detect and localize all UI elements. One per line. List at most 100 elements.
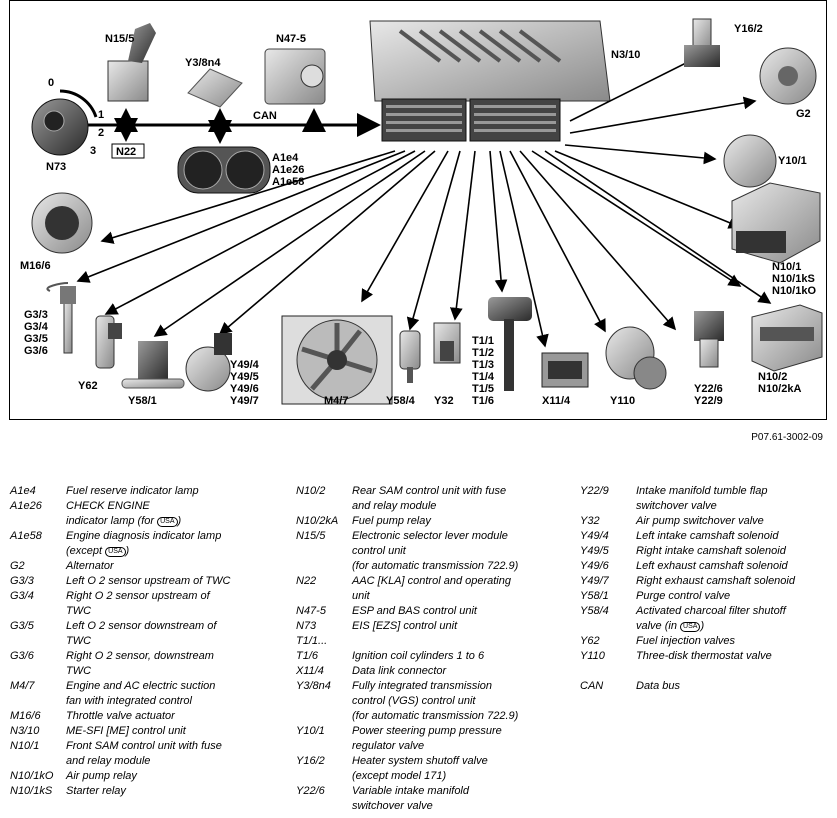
legend-code: N10/2kA bbox=[296, 515, 339, 527]
legend-description: Starter relay bbox=[66, 784, 280, 799]
label-y58-4: Y58/4 bbox=[386, 395, 415, 407]
air-pump-valve-image bbox=[433, 322, 461, 364]
legend-description: Engine and AC electric suction fan with … bbox=[66, 679, 280, 709]
legend-description-text: Fuel injection valves bbox=[636, 635, 736, 647]
legend-code: A1e58 bbox=[10, 530, 42, 542]
legend-description: Left exhaust camshaft solenoid bbox=[636, 559, 830, 574]
label-y22: Y22/6 Y22/9 bbox=[694, 383, 723, 407]
legend-description: Fuel injection valves bbox=[636, 634, 830, 649]
legend-row: N10/2 Rear SAM control unit with fuse and… bbox=[296, 484, 576, 514]
heater-valve-image bbox=[684, 18, 720, 67]
legend-description: Purge control valve bbox=[636, 589, 830, 604]
legend-description-text: Three-disk thermostat valve bbox=[636, 650, 772, 662]
legend-code: T1/1... bbox=[296, 635, 328, 647]
charcoal-valve-image bbox=[399, 330, 421, 383]
label-key-position-3: 3 bbox=[90, 145, 97, 157]
legend-description: Air pump switchover valve bbox=[636, 514, 830, 529]
label-n3-10: N3/10 bbox=[611, 49, 641, 61]
legend-description-text: Variable intake manifold switchover valv… bbox=[352, 785, 469, 812]
legend-description-suffix: ) bbox=[177, 515, 182, 527]
legend-description: Alternator bbox=[66, 559, 280, 574]
usa-badge: USA bbox=[157, 517, 178, 527]
label-n22: N22 bbox=[116, 146, 137, 158]
legend-row: Y32 Air pump switchover valve bbox=[580, 514, 830, 529]
label-n10-2: N10/2 N10/2kA bbox=[758, 371, 802, 395]
legend-code: N10/2 bbox=[296, 485, 326, 497]
legend-description-text: Engine and AC electric suction fan with … bbox=[66, 680, 216, 707]
legend-code: G3/6 bbox=[10, 650, 34, 662]
legend-description: Heater system shutoff valve (except mode… bbox=[352, 754, 576, 784]
legend-code: N73 bbox=[296, 620, 317, 632]
legend-code: Y49/6 bbox=[580, 560, 609, 572]
legend-description-text: Air pump switchover valve bbox=[636, 515, 764, 527]
legend-description: Intake manifold tumble flap switchover v… bbox=[636, 484, 830, 514]
label-m4-7: M4/7 bbox=[324, 395, 349, 407]
legend-code: X11/4 bbox=[296, 665, 324, 677]
label-y16-2: Y16/2 bbox=[734, 23, 763, 35]
label-y58-1: Y58/1 bbox=[128, 395, 157, 407]
legend-code: G3/3 bbox=[10, 575, 34, 587]
legend-code: M4/7 bbox=[10, 680, 35, 692]
thermostat-valve-image bbox=[605, 326, 667, 390]
legend-code: Y32 bbox=[580, 515, 600, 527]
legend-description-text: Rear SAM control unit with fuse and rela… bbox=[352, 485, 507, 512]
legend-description: Air pump relay bbox=[66, 769, 280, 784]
data-link-connector-image bbox=[541, 352, 589, 388]
legend-description-text: Heater system shutoff valve (except mode… bbox=[352, 755, 488, 782]
diagram-canvas bbox=[31, 18, 823, 405]
label-g2: G2 bbox=[796, 108, 811, 120]
ignition-coil-image bbox=[488, 297, 532, 391]
label-n15-5: N15/5 bbox=[105, 33, 135, 45]
label-y10-1: Y10/1 bbox=[778, 155, 807, 167]
legend-description-text: Intake manifold tumble flap switchover v… bbox=[636, 485, 768, 512]
legend-code: G3/5 bbox=[10, 620, 34, 632]
legend-description-text: Fully integrated transmission control (V… bbox=[352, 680, 519, 722]
ecu-image bbox=[369, 20, 611, 142]
legend-description-text: Front SAM control unit with fuse and rel… bbox=[66, 740, 222, 767]
legend-description: ESP and BAS control unit bbox=[352, 604, 576, 619]
legend-description-text: Left O 2 sensor downstream of TWC bbox=[66, 620, 217, 647]
legend-code: T1/6 bbox=[296, 650, 319, 662]
legend-description: Fuel pump relay bbox=[352, 514, 576, 529]
legend-description: AAC [KLA] control and operating unit bbox=[352, 574, 576, 604]
legend-description-text: Right O 2 sensor upstream of TWC bbox=[66, 590, 210, 617]
legend-description: Data link connector bbox=[352, 664, 576, 679]
legend-column-3: Y22/9 Intake manifold tumble flap switcho… bbox=[580, 484, 830, 694]
legend-description: Engine diagnosis indicator lamp (except … bbox=[66, 529, 280, 559]
legend-description-text: Left intake camshaft solenoid bbox=[636, 530, 779, 542]
usa-badge: USA bbox=[680, 622, 701, 632]
n22-box bbox=[111, 143, 145, 159]
legend-row: T1/1... bbox=[296, 634, 576, 649]
legend-description: Power steering pump pressure regulator v… bbox=[352, 724, 576, 754]
label-key-position-2: 2 bbox=[98, 127, 105, 139]
legend-code: Y22/9 bbox=[580, 485, 609, 497]
legend-code: Y49/5 bbox=[580, 545, 609, 557]
label-g3: G3/3 G3/4 G3/5 G3/6 bbox=[24, 309, 48, 357]
legend-code: A1e4 bbox=[10, 485, 36, 497]
legend-code: N10/1kO bbox=[10, 770, 54, 782]
legend-description-text: Engine diagnosis indicator lamp (except bbox=[66, 530, 222, 557]
legend-code: Y58/1 bbox=[580, 590, 609, 602]
label-n47-5: N47-5 bbox=[276, 33, 306, 45]
legend-description: Left intake camshaft solenoid bbox=[636, 529, 830, 544]
label-y110: Y110 bbox=[610, 395, 636, 407]
legend-row: A1e58 Engine diagnosis indicator lamp (ex… bbox=[10, 529, 280, 559]
legend-description: Fuel reserve indicator lamp bbox=[66, 484, 280, 499]
legend-description: Activated charcoal filter shutoff valve … bbox=[636, 604, 830, 634]
label-n73: N73 bbox=[46, 161, 67, 173]
